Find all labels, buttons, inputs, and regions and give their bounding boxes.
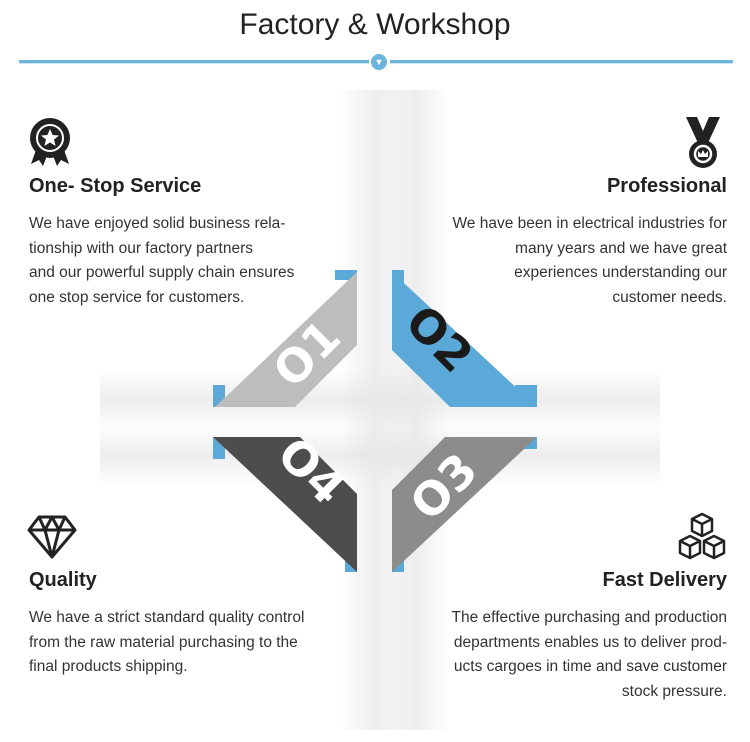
section-text: We have enjoyed solid business rela-tion… — [29, 212, 319, 310]
text-line: The effective purchasing and production — [451, 609, 727, 626]
tile-02: O2 — [392, 270, 537, 407]
text-line: many years and we have great — [515, 239, 727, 257]
text-line: customer needs. — [612, 288, 727, 306]
text-line: We have a strict standard quality contro… — [29, 609, 305, 626]
tile-04: O4 — [213, 426, 357, 572]
text-line: ucts cargoes in time and save customer — [453, 658, 727, 675]
shadow-horizontal-bottom — [100, 425, 660, 485]
section-fast-delivery: Fast Delivery The effective purchasing a… — [437, 569, 727, 704]
text-line: final products shipping. — [29, 658, 188, 675]
text-line: one stop service for customers. — [29, 288, 245, 306]
text-line: experiences understanding our — [514, 264, 727, 281]
section-title: Quality — [29, 569, 97, 591]
section-title: Professional — [606, 175, 727, 197]
award-ribbon-icon — [30, 118, 70, 166]
text-line: We have enjoyed solid business rela- — [29, 215, 286, 232]
shadow-horizontal-top — [100, 370, 660, 430]
text-line: stock pressure. — [621, 682, 727, 700]
page-title: Factory & Workshop — [239, 8, 511, 41]
tile-03: O3 — [392, 437, 537, 572]
section-text: The effective purchasing and production d… — [437, 606, 727, 704]
text-line: tionship with our factory partners — [29, 239, 253, 257]
medal-icon — [686, 117, 720, 168]
text-line: and our powerful supply chain ensures — [29, 264, 295, 281]
section-title: One- Stop Service — [29, 175, 202, 197]
text-line: from the raw material purchasing to the — [29, 633, 298, 651]
section-title: Fast Delivery — [602, 569, 727, 591]
diamond-icon — [27, 515, 77, 559]
divider-right — [390, 60, 733, 64]
divider-left — [19, 60, 369, 64]
section-quality: Quality We have a strict standard qualit… — [29, 569, 319, 680]
cubes-icon — [678, 512, 726, 560]
text-line: We have been in electrical industries fo… — [452, 215, 727, 232]
section-text: We have a strict standard quality contro… — [29, 606, 319, 680]
chevron-down-icon: ▼ — [371, 54, 387, 70]
section-one-stop-service: One- Stop Service We have enjoyed solid … — [29, 175, 319, 310]
text-line: departments enables us to deliver prod- — [453, 633, 727, 651]
section-professional: Professional We have been in electrical … — [437, 175, 727, 310]
section-text: We have been in electrical industries fo… — [437, 212, 727, 310]
tile-01: O1 — [213, 270, 357, 407]
